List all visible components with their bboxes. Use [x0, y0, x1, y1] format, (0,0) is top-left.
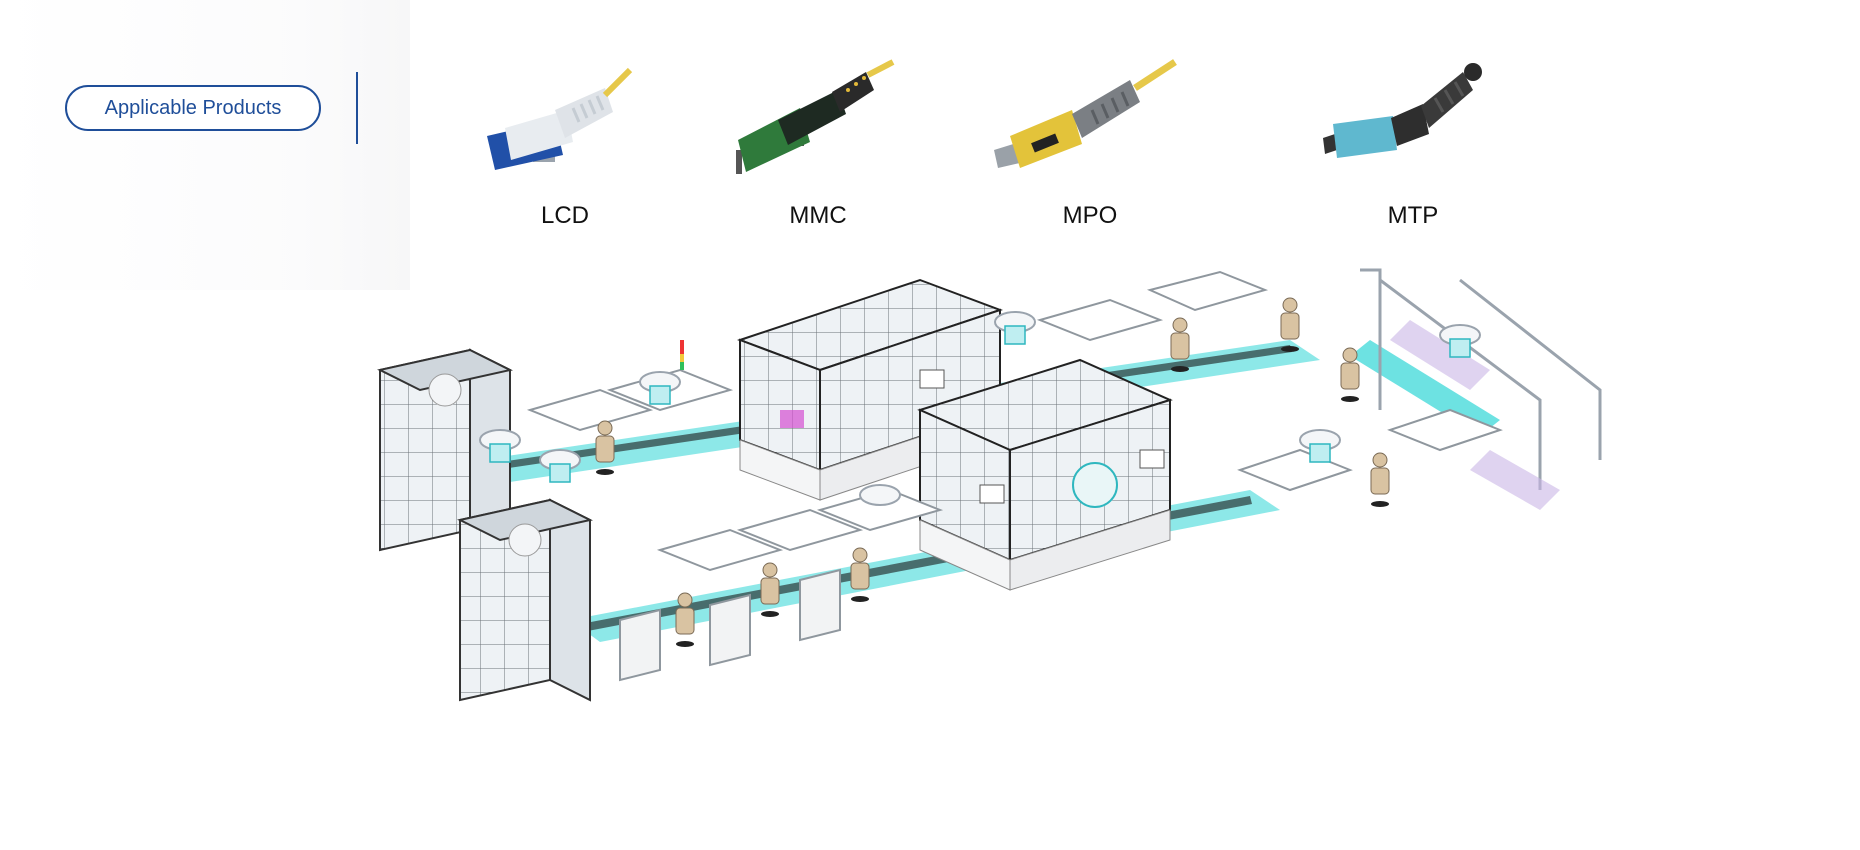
- control-cabinets: [619, 568, 841, 682]
- operators: [595, 297, 1390, 647]
- assembly-line-drawing: [377, 268, 1602, 702]
- product-mtp: MTP: [1303, 50, 1523, 240]
- product-label: MTP: [1387, 202, 1439, 229]
- right-rack: [1360, 268, 1602, 510]
- enclosure-left-upper: [377, 348, 513, 552]
- applicable-products-badge: Applicable Products: [65, 85, 321, 131]
- product-mpo: MPO: [980, 50, 1200, 240]
- product-lcd: LCD: [455, 50, 675, 240]
- mpo-connector-icon: [994, 59, 1177, 168]
- enclosure-left-lower: [457, 498, 593, 702]
- feeder-tanks: [489, 325, 1471, 483]
- signal-towers: [680, 340, 684, 370]
- mmc-connector-icon: [736, 59, 895, 174]
- conveyor-right: [1350, 340, 1500, 436]
- product-mmc: MMC: [708, 50, 928, 240]
- product-label: MPO: [1062, 202, 1118, 229]
- mtp-connector-icon: [1323, 63, 1482, 158]
- product-label: MMC: [789, 202, 847, 229]
- workbench-stations: [526, 270, 1503, 572]
- applicable-products-label: Applicable Products: [104, 96, 282, 119]
- product-label: LCD: [540, 202, 589, 229]
- header-divider: [356, 72, 358, 144]
- header-background: [0, 0, 410, 290]
- lc-duplex-connector-icon: [487, 67, 633, 170]
- assembly-line-illustration: [360, 260, 1620, 845]
- cabinet-lower-center: [917, 358, 1173, 591]
